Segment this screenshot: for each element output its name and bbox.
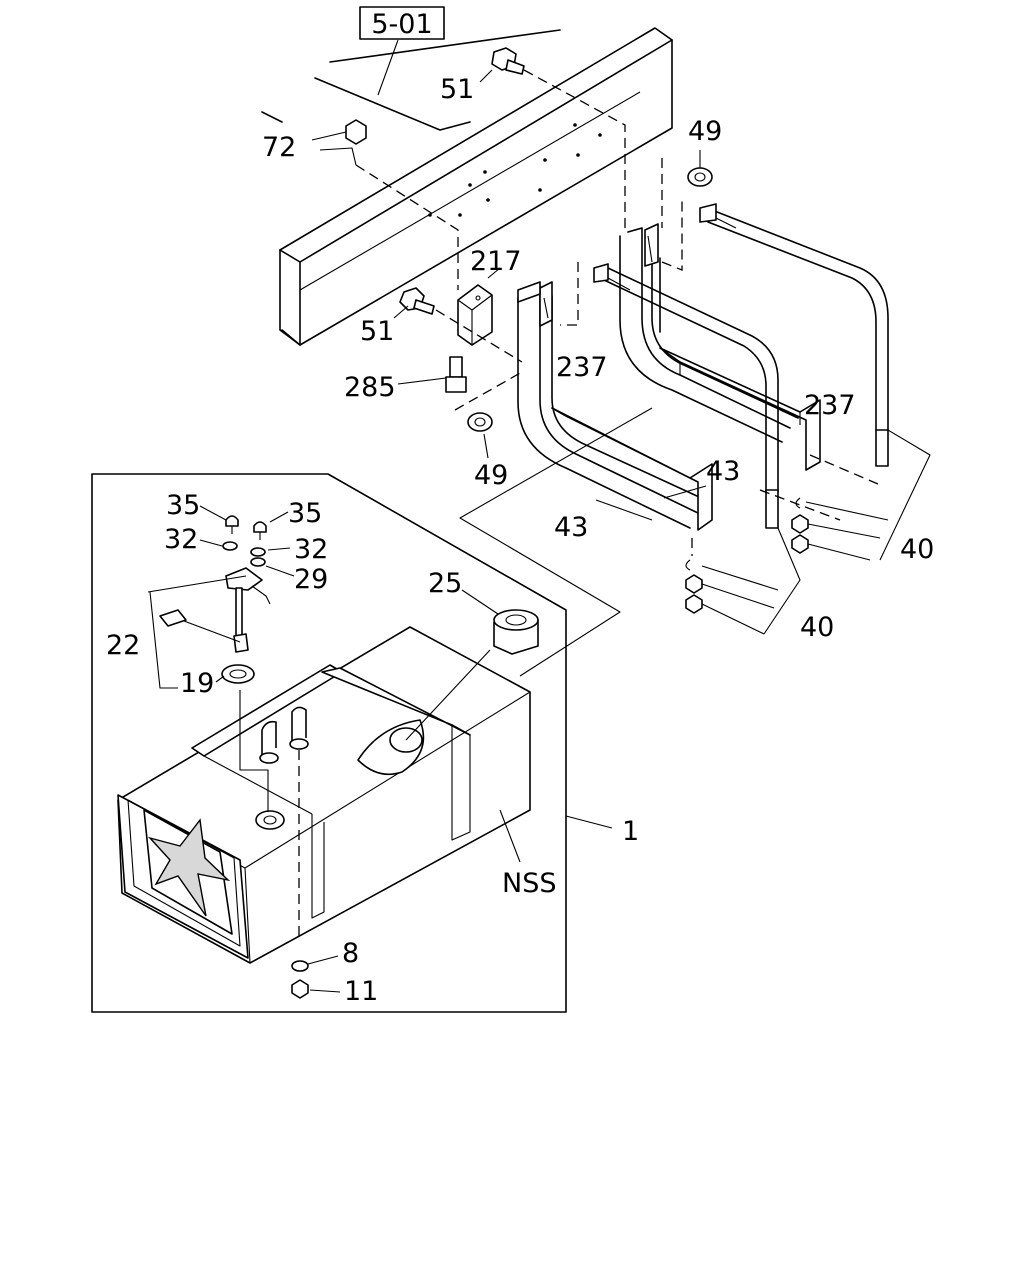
tension-rod-rear-icon xyxy=(699,203,889,467)
tank-assembly-outline xyxy=(91,473,613,1013)
bolt-285-icon xyxy=(445,356,467,393)
screw-35-left-icon xyxy=(225,515,239,534)
frame-rail xyxy=(261,27,673,346)
callout-35-left: 35 xyxy=(166,490,200,521)
callout-40-right: 40 xyxy=(900,534,934,565)
fuel-tank-icon xyxy=(117,626,531,964)
callout-40-lower: 40 xyxy=(800,612,834,643)
hardware-stack-lower-icon xyxy=(685,559,703,614)
callout-32-right: 32 xyxy=(294,534,328,565)
bracket-237-right-icon xyxy=(659,347,821,471)
nut-49-mid-icon xyxy=(467,412,493,432)
callout-29: 29 xyxy=(294,564,328,595)
callout-32-left: 32 xyxy=(164,524,198,555)
callout-35-right: 35 xyxy=(288,498,322,529)
drain-washer-8-icon xyxy=(291,960,309,972)
screw-35-right-icon xyxy=(253,521,267,540)
callout-51-top: 51 xyxy=(440,74,474,105)
callout-49-top: 49 xyxy=(688,116,722,147)
callout-nss: NSS xyxy=(502,868,556,899)
bracket-217-icon xyxy=(457,284,493,346)
callout-285: 285 xyxy=(344,372,396,403)
callout-19: 19 xyxy=(180,668,214,699)
callout-25: 25 xyxy=(428,568,462,599)
callout-1: 1 xyxy=(622,816,639,847)
callout-8: 8 xyxy=(342,938,359,969)
washer-29-icon xyxy=(250,557,266,567)
callout-labels: 51 72 49 217 51 285 49 237 237 43 43 40 … xyxy=(106,74,934,1007)
washer-32-right-icon xyxy=(250,547,266,557)
callout-51-mid: 51 xyxy=(360,316,394,347)
nut-72-icon xyxy=(345,119,367,145)
callout-49-mid: 49 xyxy=(474,460,508,491)
callout-22: 22 xyxy=(106,630,140,661)
callout-43-right: 43 xyxy=(706,456,740,487)
washer-32-left-icon xyxy=(222,541,238,551)
callout-43-left: 43 xyxy=(554,512,588,543)
filler-cap-25-icon xyxy=(493,609,539,655)
strap-rear-icon xyxy=(619,223,799,443)
strap-front-icon xyxy=(517,281,711,529)
hardware-stack-right-icon xyxy=(791,497,809,554)
bolt-51-mid-icon xyxy=(399,287,435,315)
fuel-sender-22-icon xyxy=(159,567,271,653)
reference-label: 5-01 xyxy=(371,9,432,40)
callout-217: 217 xyxy=(470,246,522,277)
callout-237-left: 237 xyxy=(556,352,608,383)
callout-237-right: 237 xyxy=(804,390,856,421)
gasket-19-icon xyxy=(221,664,255,684)
bracket-237-left-icon xyxy=(551,407,713,531)
callout-11: 11 xyxy=(344,976,378,1007)
bolt-51-top-icon xyxy=(491,47,525,75)
drain-plug-11-icon xyxy=(291,979,309,999)
reference-box: 5-01 xyxy=(359,6,445,96)
nut-49-top-icon xyxy=(687,167,713,187)
callout-72: 72 xyxy=(262,132,296,163)
